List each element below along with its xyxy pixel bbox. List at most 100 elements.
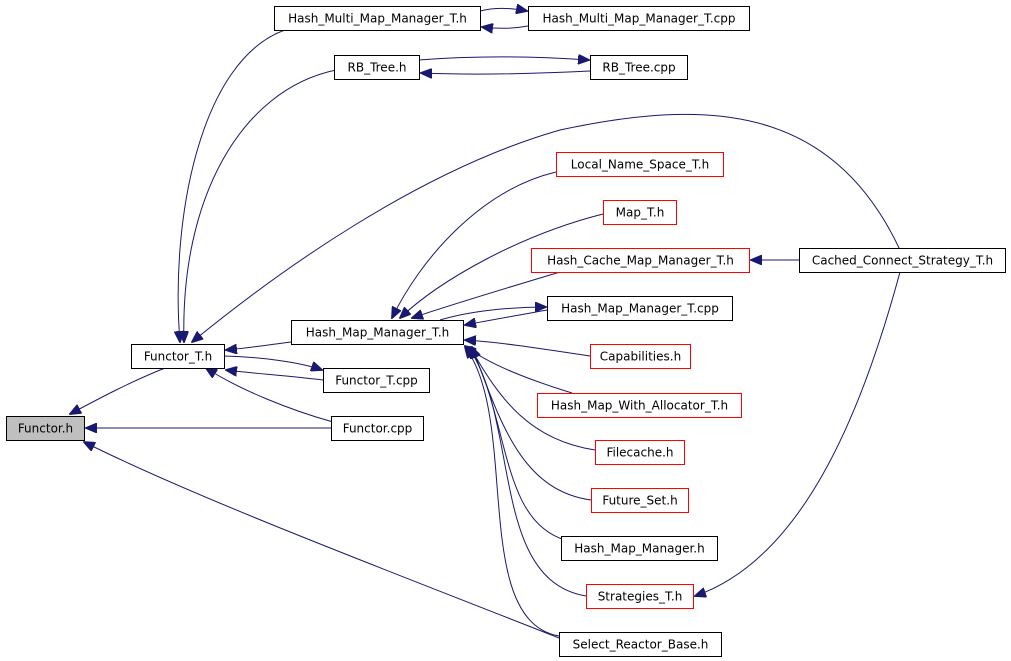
node-box — [323, 368, 430, 393]
node-label: Capabilities.h — [600, 350, 681, 364]
node-hash-map-manager-t-cpp[interactable]: Hash_Map_Manager_T.cpp — [547, 296, 733, 321]
node-label: Map_T.h — [616, 206, 665, 220]
edge-path — [482, 26, 529, 28]
node-hash-cache-map-manager-t-h[interactable]: Hash_Cache_Map_Manager_T.h — [531, 248, 750, 273]
edge-path — [418, 57, 589, 60]
node-map-t-h[interactable]: Map_T.h — [603, 200, 677, 225]
edge-cached-connect-strategy-t-h-to-functor-t-h — [192, 113, 901, 342]
edge-path — [226, 341, 292, 350]
node-local-name-space-t-h[interactable]: Local_Name_Space_T.h — [556, 152, 724, 177]
edge-layer — [70, 8, 901, 639]
node-capabilities-h[interactable]: Capabilities.h — [590, 344, 691, 369]
node-functor-t-h[interactable]: Functor_T.h — [131, 344, 225, 369]
node-hash-multi-map-manager-t-h[interactable]: Hash_Multi_Map_Manager_T.h — [274, 6, 481, 31]
node-label: Hash_Map_Manager_T.h — [306, 326, 449, 340]
edge-hash-map-manager-h-to-hash-map-manager-t-h — [470, 347, 566, 541]
edge-path — [412, 271, 561, 318]
edge-path — [226, 370, 324, 381]
edge-hash-multi-map-manager-t-h-to-functor-t-h — [178, 29, 286, 342]
node-box — [561, 536, 718, 561]
edge-hash-multi-map-manager-t-h-to-hash-multi-map-manager-t-cpp — [479, 8, 527, 11]
edge-rb-tree-h-to-rb-tree-cpp — [418, 57, 589, 60]
node-box — [591, 488, 689, 513]
node-box — [559, 632, 722, 657]
node-functor-t-cpp[interactable]: Functor_T.cpp — [323, 368, 430, 393]
node-box — [799, 248, 1006, 273]
node-box — [590, 344, 691, 369]
edge-path — [392, 171, 557, 318]
edge-path — [400, 213, 604, 318]
edge-path — [695, 271, 901, 596]
edge-future-set-h-to-hash-map-manager-t-h — [472, 347, 592, 501]
edge-path — [472, 347, 592, 501]
edge-functor-cpp-to-functor-t-h — [206, 368, 334, 423]
node-box — [6, 416, 85, 441]
edge-path — [206, 368, 334, 423]
edge-path — [192, 113, 901, 342]
edge-select-reactor-base-h-to-functor-h — [84, 442, 560, 639]
node-future-set-h[interactable]: Future_Set.h — [591, 488, 689, 513]
node-label: Future_Set.h — [602, 494, 677, 508]
edge-hash-map-manager-t-h-to-hash-map-manager-t-cpp — [439, 307, 546, 321]
node-box — [291, 320, 464, 345]
node-rb-tree-h[interactable]: RB_Tree.h — [334, 55, 420, 80]
edge-path — [184, 69, 337, 342]
edge-hash-multi-map-manager-t-cpp-to-hash-multi-map-manager-t-h — [482, 26, 529, 28]
node-box — [528, 6, 750, 31]
node-label: Hash_Map_With_Allocator_T.h — [551, 399, 728, 413]
node-label: Functor_T.cpp — [335, 374, 418, 388]
node-hash-multi-map-manager-t-cpp[interactable]: Hash_Multi_Map_Manager_T.cpp — [528, 6, 750, 31]
edge-filecache-h-to-hash-map-manager-t-h — [470, 347, 596, 451]
edge-path — [84, 442, 560, 639]
node-rb-tree-cpp[interactable]: RB_Tree.cpp — [590, 55, 688, 80]
node-label: Hash_Map_Manager.h — [574, 542, 704, 556]
edge-path — [470, 347, 596, 451]
edge-hash-cache-map-manager-t-h-to-hash-map-manager-t-h — [412, 271, 561, 318]
edge-rb-tree-cpp-to-rb-tree-h — [421, 71, 591, 74]
edge-path — [178, 29, 286, 342]
edge-path — [223, 355, 322, 370]
node-functor-h: Functor.h — [6, 416, 85, 441]
node-box — [131, 344, 225, 369]
node-box — [331, 416, 424, 441]
edge-strategies-t-h-to-hash-map-manager-t-h — [468, 347, 587, 597]
edge-functor-t-cpp-to-functor-t-h — [226, 370, 324, 381]
node-label: Strategies_T.h — [598, 590, 683, 604]
node-filecache-h[interactable]: Filecache.h — [595, 440, 685, 465]
node-box — [590, 55, 688, 80]
node-box — [274, 6, 481, 31]
edge-path — [470, 347, 566, 541]
node-cached-connect-strategy-t-h[interactable]: Cached_Connect_Strategy_T.h — [799, 248, 1006, 273]
node-box — [537, 393, 742, 418]
node-hash-map-manager-h[interactable]: Hash_Map_Manager.h — [561, 536, 718, 561]
node-functor-cpp[interactable]: Functor.cpp — [331, 416, 424, 441]
edge-path — [468, 347, 587, 597]
node-box — [586, 584, 694, 609]
node-label: Local_Name_Space_T.h — [571, 158, 709, 172]
edge-path — [465, 340, 591, 357]
edge-capabilities-h-to-hash-map-manager-t-h — [465, 340, 591, 357]
edge-map-t-h-to-hash-map-manager-t-h — [400, 213, 604, 318]
node-label: Functor_T.h — [144, 350, 212, 364]
node-label: Cached_Connect_Strategy_T.h — [812, 254, 993, 268]
node-hash-map-with-allocator-t-h[interactable]: Hash_Map_With_Allocator_T.h — [537, 393, 742, 418]
node-hash-map-manager-t-h[interactable]: Hash_Map_Manager_T.h — [291, 320, 464, 345]
edge-hash-map-manager-t-h-to-functor-t-h — [226, 341, 292, 350]
edge-path — [421, 71, 591, 74]
node-box — [556, 152, 724, 177]
edge-rb-tree-h-to-functor-t-h — [184, 69, 337, 342]
edge-path — [439, 307, 546, 321]
node-label: Functor.h — [18, 422, 73, 436]
node-box — [531, 248, 750, 273]
node-label: Hash_Multi_Map_Manager_T.cpp — [542, 12, 735, 26]
node-strategies-t-h[interactable]: Strategies_T.h — [586, 584, 694, 609]
node-select-reactor-base-h[interactable]: Select_Reactor_Base.h — [559, 632, 722, 657]
edge-path — [70, 367, 166, 414]
node-box — [595, 440, 685, 465]
node-label: Functor.cpp — [343, 422, 413, 436]
edge-path — [465, 347, 560, 637]
node-label: Hash_Cache_Map_Manager_T.h — [547, 254, 734, 268]
node-label: Filecache.h — [606, 446, 673, 460]
node-label: Select_Reactor_Base.h — [573, 638, 709, 652]
